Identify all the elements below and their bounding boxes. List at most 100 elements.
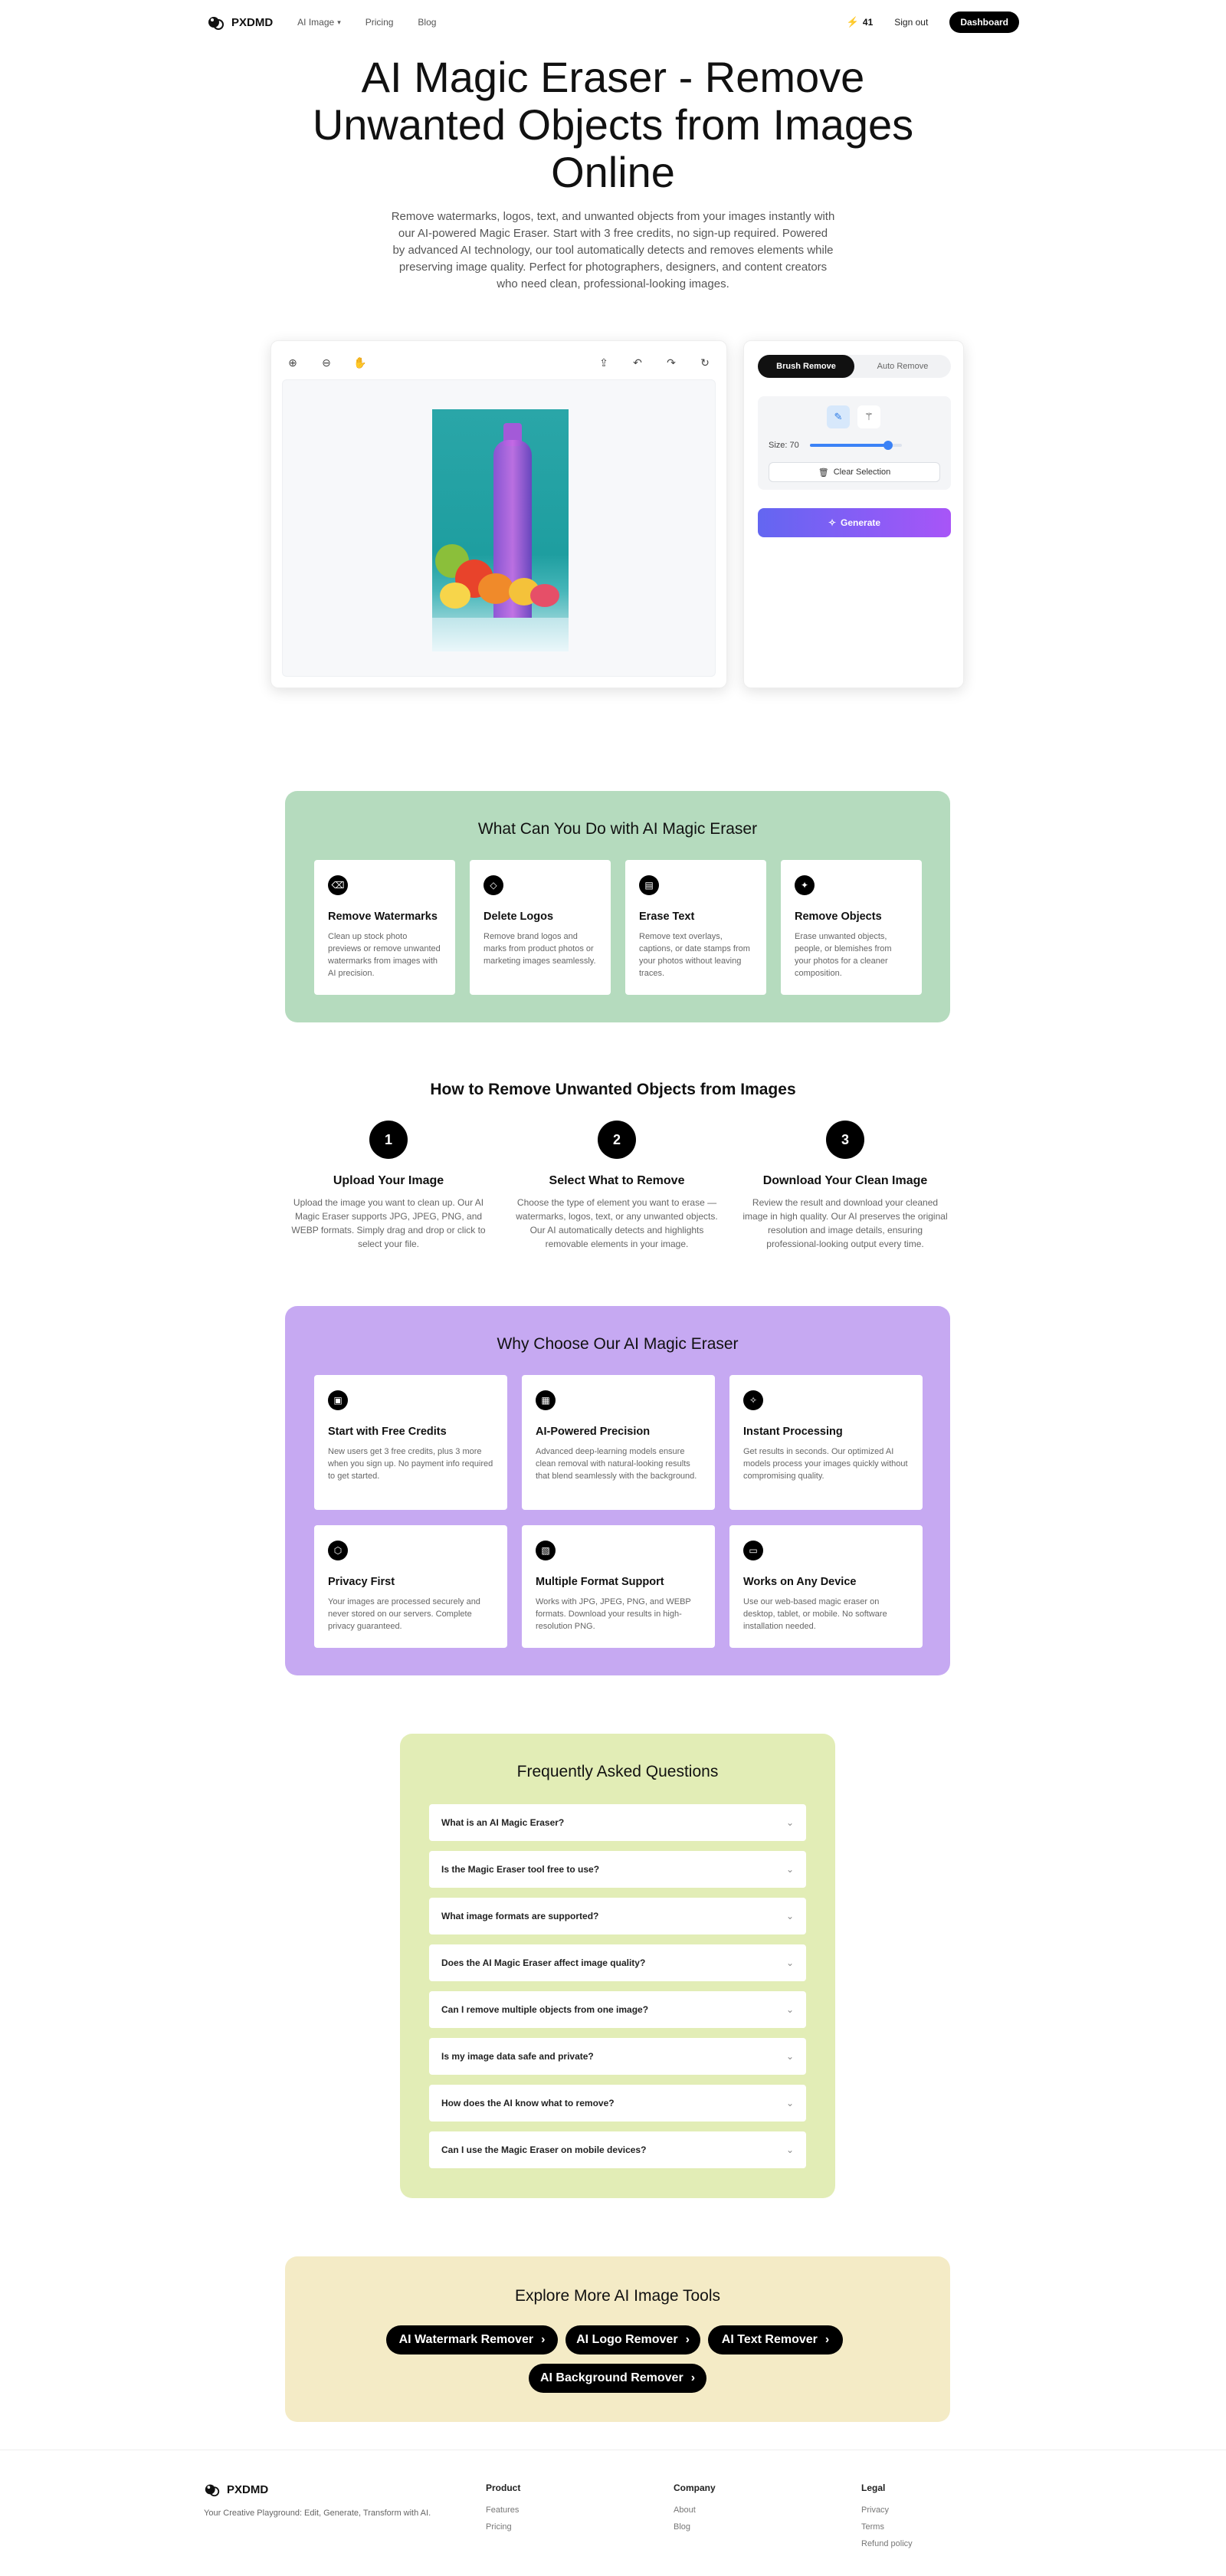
card-description: Works with JPG, JPEG, PNG, and WEBP form… [536,1597,691,1631]
why-section: Why Choose Our AI Magic Eraser ▣Start wi… [285,1306,950,1675]
footer-link[interactable]: Terms [861,2522,884,2532]
steps-title: How to Remove Unwanted Objects from Imag… [430,1081,796,1098]
chevron-down-icon: ⌄ [785,1864,794,1875]
tool-link-label: AI Watermark Remover [398,2333,534,2346]
slider-handle[interactable] [883,441,893,450]
footer-link[interactable]: Blog [674,2522,691,2532]
faq-item[interactable]: What image formats are supported?⌄ [429,1898,806,1934]
chip-icon: ▦ [536,1390,556,1410]
editor-toolbar: ⊕ ⊖ ✋ ⇪ ↶ ↷ ↻ [282,352,716,373]
faq-item[interactable]: Does the AI Magic Eraser affect image qu… [429,1944,806,1981]
faq-item[interactable]: How does the AI know what to remove?⌄ [429,2085,806,2122]
faq-item[interactable]: Can I remove multiple objects from one i… [429,1991,806,2028]
clear-selection-label: Clear Selection [833,468,891,477]
brush-size-label: Size: 70 [769,441,799,450]
eraser-icon: ⌫ [328,875,348,895]
hero-subtitle: Remove watermarks, logos, text, and unwa… [391,210,835,290]
chevron-down-icon: ⌄ [785,2144,794,2155]
step-title: Download Your Clean Image [762,1174,928,1187]
card-title: Works on Any Device [743,1576,857,1588]
chevron-down-icon: ⌄ [785,2051,794,2062]
nav-link-pricing[interactable]: Pricing [365,17,394,28]
card-description: Clean up stock photo previews or remove … [328,932,441,978]
sign-out-button[interactable]: Sign out [894,17,929,28]
footer-link[interactable]: Features [486,2505,520,2515]
dashboard-button[interactable]: Dashboard [949,11,1019,33]
tool-link-button[interactable]: AI Background Remover› [529,2364,706,2393]
nav-link-ai-image[interactable]: AI Image▾ [297,17,341,28]
faq-section: Frequently Asked Questions What is an AI… [400,1734,835,2198]
card-title: AI-Powered Precision [536,1426,651,1438]
explore-tools-section: Explore More AI Image Tools AI Watermark… [285,2256,950,2422]
step-description: Upload the image you want to clean up. O… [291,1197,486,1249]
hand-pan-icon[interactable]: ✋ [353,356,367,369]
footer-link[interactable]: Pricing [486,2522,512,2532]
reset-icon[interactable]: ↻ [700,356,710,369]
brand-logo[interactable]: PXDMD [207,13,273,31]
card-description: Remove text overlays, captions, or date … [639,932,750,978]
faq-item[interactable]: What is an AI Magic Eraser?⌄ [429,1804,806,1841]
sparkles-icon: ✦ [795,875,815,895]
zoom-out-icon[interactable]: ⊖ [322,356,331,369]
magic-wand-icon[interactable]: ⚚ [857,405,880,428]
card-title: Delete Logos [484,911,554,923]
chevron-down-icon: ▾ [337,18,341,26]
top-nav: PXDMD AI Image▾ Pricing Blog ⚡ 41 Sign o… [0,0,1226,44]
tab-brush-remove[interactable]: Brush Remove [758,355,854,378]
footer-link[interactable]: Privacy [861,2505,890,2515]
image-editor: ⊕ ⊖ ✋ ⇪ ↶ ↷ ↻ [270,340,727,688]
generate-button[interactable]: ✧ Generate [758,508,951,537]
devices-icon: ▭ [743,1541,763,1560]
chevron-down-icon: ⌄ [785,2098,794,2108]
tool-link-button[interactable]: AI Watermark Remover › [386,2325,558,2354]
brush-icon[interactable]: ✎ [827,405,850,428]
step-description: Review the result and download your clea… [742,1197,948,1249]
tool-panel: Brush Remove Auto Remove ✎ ⚚ Size: 70 🗑 … [743,340,964,688]
footer: PXDMD Your Creative Playground: Edit, Ge… [0,2450,1226,2576]
step-description: Choose the type of element you want to e… [516,1197,718,1249]
footer-column-title: Product [486,2482,521,2493]
card-title: Start with Free Credits [328,1426,447,1438]
upload-icon[interactable]: ⇪ [599,356,608,369]
brush-settings: ✎ ⚚ Size: 70 🗑 Clear Selection [758,396,951,490]
faq-question: What image formats are supported? [441,1911,599,1921]
why-title: Why Choose Our AI Magic Eraser [497,1335,739,1353]
editor-canvas[interactable] [282,379,716,677]
card-title: Remove Watermarks [328,911,438,923]
footer-tagline: Your Creative Playground: Edit, Generate… [204,2509,431,2518]
redo-icon[interactable]: ↷ [667,356,676,369]
undo-icon[interactable]: ↶ [633,356,642,369]
tab-auto-remove[interactable]: Auto Remove [877,362,929,371]
faq-item[interactable]: Can I use the Magic Eraser on mobile dev… [429,2131,806,2168]
logo-icon [205,2484,220,2497]
tool-link-button[interactable]: AI Logo Remover› [565,2325,700,2354]
zoom-in-icon[interactable]: ⊕ [288,356,297,369]
trash-icon: 🗑 [818,468,829,477]
footer-link[interactable]: Refund policy [861,2539,913,2548]
clear-selection-button[interactable]: 🗑 Clear Selection [769,462,940,482]
brush-size-slider[interactable] [809,441,902,450]
tool-link-button[interactable]: AI Text Remover› [708,2325,843,2354]
slider-fill [809,444,888,447]
footer-link[interactable]: About [674,2505,696,2515]
page-title: AI Magic Eraser - Remove Unwanted Object… [312,53,914,196]
chevron-right-icon: › [824,2333,830,2346]
footer-brand[interactable]: PXDMD [204,2481,268,2498]
nav-link-blog[interactable]: Blog [418,17,437,28]
faq-item[interactable]: Is my image data safe and private?⌄ [429,2038,806,2075]
explore-title: Explore More AI Image Tools [514,2287,721,2305]
chevron-right-icon: › [541,2333,546,2346]
faq-item[interactable]: Is the Magic Eraser tool free to use?⌄ [429,1851,806,1888]
faq-question: What is an AI Magic Eraser? [441,1817,565,1828]
credits-value: 41 [862,17,874,28]
